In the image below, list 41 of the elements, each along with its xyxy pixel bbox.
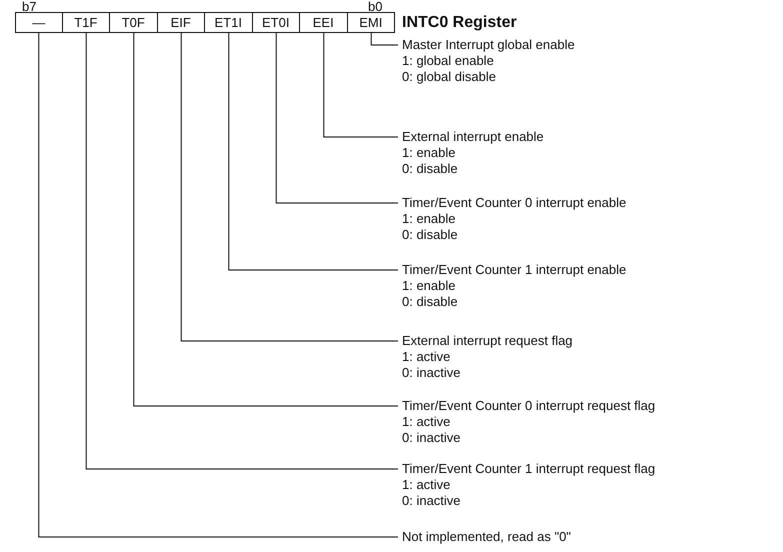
- bit-value-meaning: 0: disable: [402, 227, 459, 243]
- bit-description: Timer/Event Counter 0 interrupt enable: [402, 195, 626, 211]
- bit-value-meaning: 1: active: [402, 477, 452, 493]
- connector-line: [133, 32, 398, 406]
- connector-line: [370, 32, 398, 46]
- register-title: INTC0 Register: [402, 12, 517, 32]
- bit-value-meaning: 1: active: [402, 349, 452, 365]
- bit-description: External interrupt enable: [402, 129, 544, 145]
- register-bit-cell: ET1I: [205, 12, 252, 33]
- bit-value-meaning: 1: enable: [402, 278, 456, 294]
- register-bit-cell: EEI: [300, 12, 348, 33]
- connector-line: [86, 32, 398, 470]
- bit-description: Timer/Event Counter 0 interrupt request flag: [402, 398, 656, 414]
- register-bit-cell: T0F: [110, 12, 158, 33]
- bit-value-meaning: 1: active: [402, 414, 452, 430]
- connector-line: [323, 32, 398, 138]
- connector-line: [228, 32, 398, 270]
- bit-description: Timer/Event Counter 1 interrupt request flag: [402, 461, 656, 477]
- register-bit-cell: EMI: [348, 12, 395, 33]
- bit-number: b7: [22, 0, 36, 14]
- register-bit-cell: T1F: [62, 12, 110, 33]
- bit-value-meaning: 0: disable: [402, 294, 459, 310]
- bit-value-meaning: 1: global enable: [402, 53, 495, 69]
- bit-value-meaning: 1: enable: [402, 145, 456, 161]
- bit-description: Timer/Event Counter 1 interrupt enable: [402, 262, 626, 278]
- bit-value-meaning: 0: inactive: [402, 430, 462, 446]
- connector-line: [180, 32, 398, 342]
- connector-line: [276, 32, 398, 204]
- bit-value-meaning: 0: inactive: [402, 365, 462, 381]
- bit-description: Not implemented, read as "0": [402, 529, 571, 545]
- bit-value-meaning: 0: inactive: [402, 493, 462, 509]
- bit-number: b0: [368, 0, 382, 14]
- register-bit-cell: ET0I: [252, 12, 300, 33]
- register-bit-cell: —: [15, 12, 62, 33]
- bit-value-meaning: 1: enable: [402, 211, 456, 227]
- bit-value-meaning: 0: global disable: [402, 69, 497, 85]
- bit-value-meaning: 0: disable: [402, 161, 459, 177]
- register-bit-cell: EIF: [158, 12, 205, 33]
- connector-line: [38, 32, 398, 538]
- bit-description: Master Interrupt global enable: [402, 37, 575, 53]
- bit-description: External interrupt request flag: [402, 333, 573, 349]
